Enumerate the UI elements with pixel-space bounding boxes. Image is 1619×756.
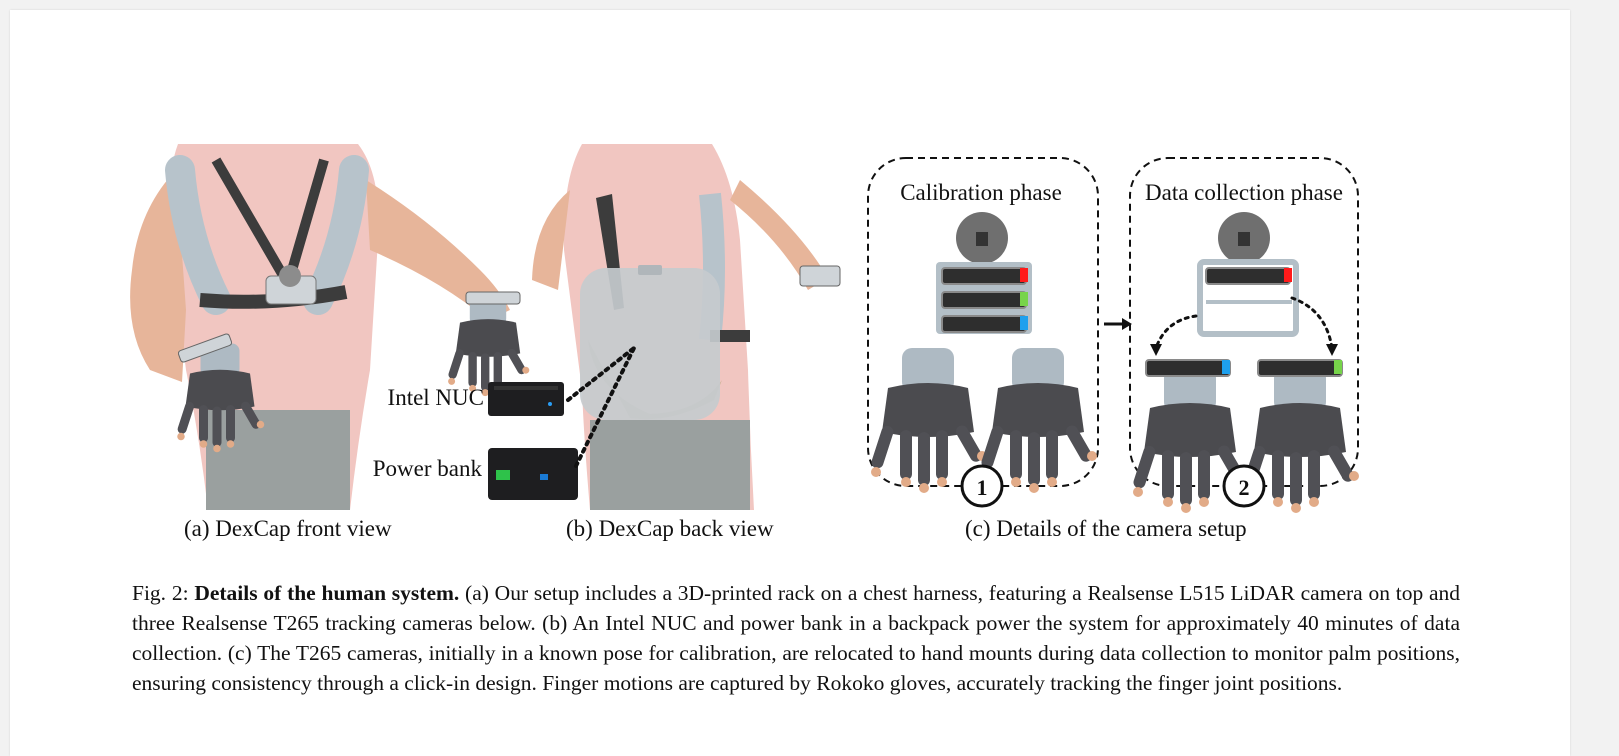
front-view-illustration (130, 144, 530, 510)
intel-nuc-label: Intel NUC (388, 385, 484, 410)
caption-body: (a) Our setup includes a 3D-printed rack… (132, 581, 1461, 695)
subfigure-a-label: (a) DexCap front view (184, 516, 392, 541)
phase-number-2: 2 (1239, 475, 1250, 500)
power-bank-label: Power bank (373, 456, 483, 481)
subfigure-c-label: (c) Details of the camera setup (965, 516, 1247, 541)
camera-setup-diagram: Calibration phase Data collection phase (867, 157, 1359, 513)
calibration-phase-title: Calibration phase (900, 180, 1062, 205)
back-view-illustration: Intel NUC Power bank (373, 144, 841, 510)
data-collection-phase-title: Data collection phase (1145, 180, 1343, 205)
paper-page: Intel NUC Power bank Calibration phase D… (10, 10, 1570, 756)
figure-illustration: Intel NUC Power bank Calibration phase D… (130, 144, 1359, 513)
caption-prefix: Fig. 2: (132, 581, 195, 605)
caption-title: Details of the human system. (194, 581, 460, 605)
figure-caption: Fig. 2: Details of the human system. (a)… (132, 578, 1460, 698)
phase-number-1: 1 (977, 475, 988, 500)
subfigure-b-label: (b) DexCap back view (566, 516, 774, 541)
